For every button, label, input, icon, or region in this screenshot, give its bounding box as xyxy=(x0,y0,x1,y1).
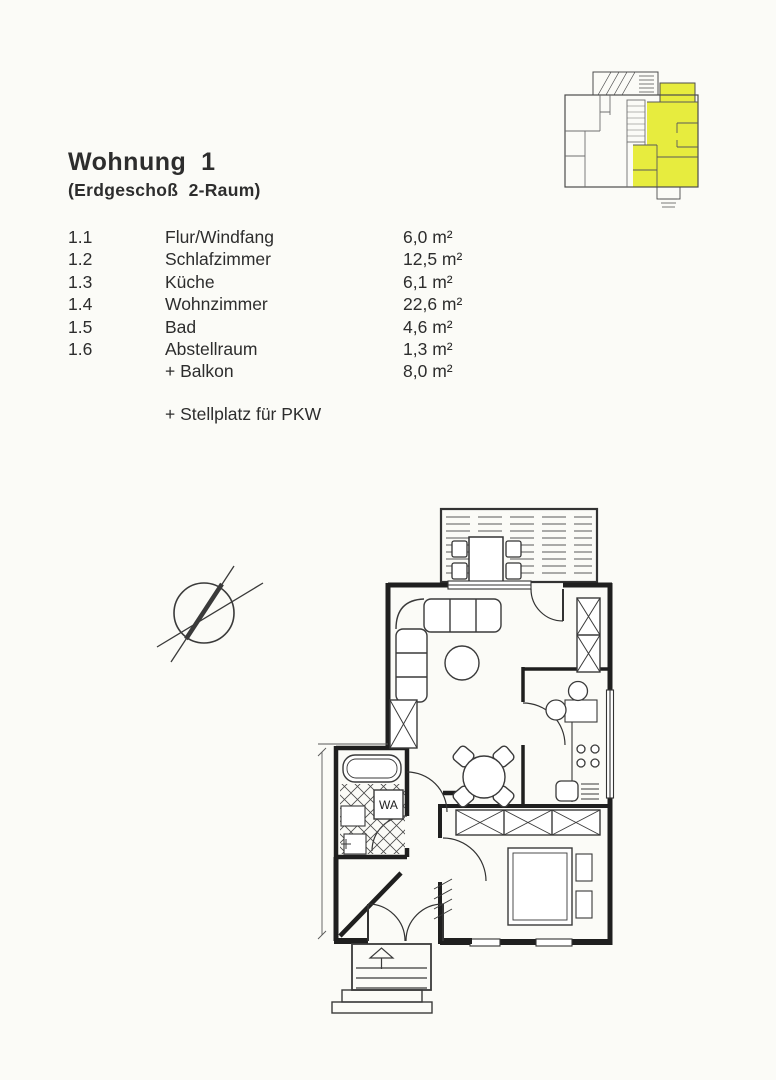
balcony-table-and-chairs xyxy=(451,536,522,585)
washing-machine xyxy=(373,789,404,820)
room-number: 1.3 xyxy=(68,271,93,292)
nightstand xyxy=(575,853,593,882)
highlighted-unit-area xyxy=(633,83,698,187)
room-area: 6,0 m² xyxy=(403,227,453,247)
room-name: Bad xyxy=(165,316,197,337)
stove-burners xyxy=(576,744,600,768)
coffee-table xyxy=(444,645,480,681)
nightstand xyxy=(575,890,593,919)
dimension-line xyxy=(317,743,388,940)
room-name: Abstellraum xyxy=(165,338,258,359)
corner-sofa xyxy=(395,598,502,703)
table-row: 1.4 Wohnzimmer 22,6 m² xyxy=(68,293,462,315)
room-number xyxy=(68,360,165,382)
parking-note: + Stellplatz für PKW xyxy=(165,404,322,424)
wardrobe xyxy=(455,809,601,836)
kitchen-chair xyxy=(545,699,567,721)
cabinet-tall xyxy=(576,597,601,673)
room-number: 1.6 xyxy=(68,338,93,359)
room-area: 4,6 m² xyxy=(403,316,453,337)
north-arrow-icon xyxy=(156,565,264,663)
entrance-steps xyxy=(331,943,433,1014)
bathroom-fixtures: WA xyxy=(340,754,405,855)
kitchen-sink-bottom xyxy=(555,780,599,802)
table-row: 1.2 Schlafzimmer 12,5 m² xyxy=(68,248,462,270)
room-area: 6,1 m² xyxy=(403,271,453,292)
table-row: 1.3 Küche 6,1 m² xyxy=(68,271,462,293)
site-plan-thumbnail xyxy=(564,71,699,208)
cabinet-left xyxy=(389,699,418,749)
room-area-table: 1.1 Flur/Windfang 6,0 m² 1.2 Schlafzimmer 12… xyxy=(68,226,462,383)
room-name: + Balkon xyxy=(165,361,234,382)
dining-set xyxy=(452,745,515,808)
washing-machine-label: WA xyxy=(379,798,398,812)
room-name: Flur/Windfang xyxy=(165,227,274,247)
room-area: 22,6 m² xyxy=(403,294,463,315)
room-area: 8,0 m² xyxy=(403,361,453,382)
room-number: 1.2 xyxy=(68,249,93,270)
room-area: 12,5 m² xyxy=(403,249,463,270)
living-room-furniture xyxy=(389,597,601,808)
coat-hooks xyxy=(433,878,453,920)
page-subtitle: (Erdgeschoß 2-Raum) xyxy=(68,180,261,200)
table-row: 1.1 Flur/Windfang 6,0 m² xyxy=(68,226,462,248)
bed xyxy=(507,847,573,926)
table-row: + Balkon 8,0 m² xyxy=(68,360,462,382)
entrance-area xyxy=(317,743,453,1014)
room-number: 1.5 xyxy=(68,316,93,337)
table-row: 1.5 Bad 4,6 m² xyxy=(68,316,462,338)
room-area: 1,3 m² xyxy=(403,338,453,359)
room-number: 1.1 xyxy=(68,227,93,247)
page-title: Wohnung 1 xyxy=(68,148,216,176)
kitchen-fixtures xyxy=(545,680,600,802)
entrance-arrow-icon xyxy=(368,947,395,969)
room-name: Wohnzimmer xyxy=(165,294,268,315)
bathroom-sink xyxy=(340,805,366,827)
balcony xyxy=(439,507,599,585)
room-name: Küche xyxy=(165,271,215,292)
room-number: 1.4 xyxy=(68,294,93,315)
kitchen-sink-top xyxy=(567,680,589,702)
table-row: 1.6 Abstellraum 1,3 m² xyxy=(68,338,462,360)
door-swings xyxy=(367,588,566,942)
room-name: Schlafzimmer xyxy=(165,249,271,270)
bedroom-furniture xyxy=(455,809,601,926)
